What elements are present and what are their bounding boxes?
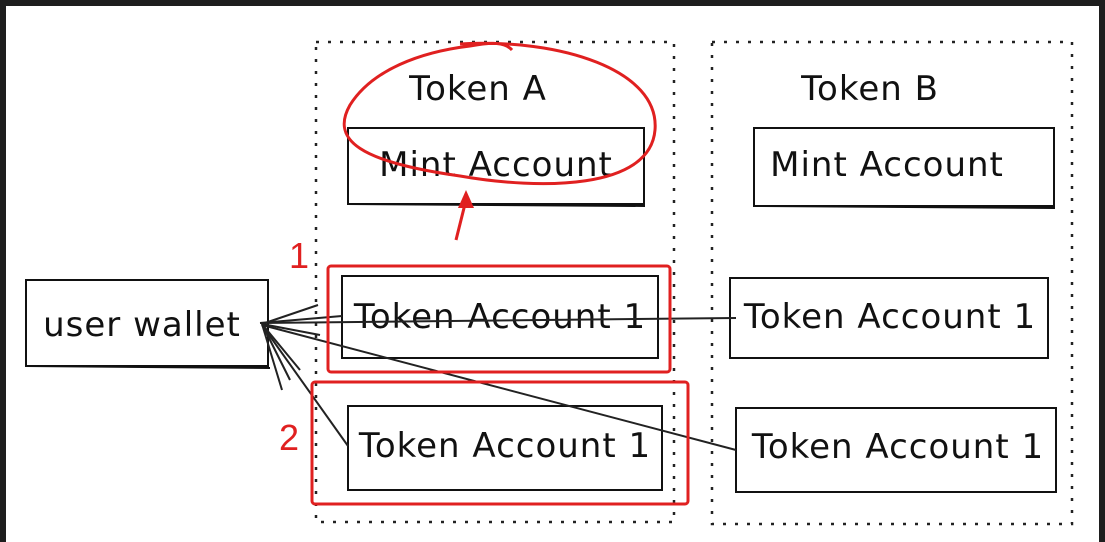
token-b-account-1-label: Token Account 1 [743,297,1036,337]
connector-token-b-account-2 [261,324,737,451]
token-b-account-2-label: Token Account 1 [751,427,1044,467]
user-wallet-box: user wallet [25,279,271,369]
annotation-label-1: 1 [289,235,309,276]
annotation-arrow-up [454,190,474,241]
token-a-mint-account: Mint Account [347,127,646,207]
token-a-title: Token A [408,69,547,109]
token-a-account-2-label: Token Account 1 [358,426,651,466]
token-b-account-2: Token Account 1 [735,407,1057,493]
connector-token-b-account-1 [259,317,737,324]
token-b-mint-account: Mint Account [753,127,1056,209]
user-wallet-label: user wallet [43,305,241,345]
token-a-account-2: Token Account 1 [347,405,663,491]
annotation-circle-token-a [342,41,657,186]
token-b-mint-label: Mint Account [770,145,1004,185]
token-b-account-1: Token Account 1 [729,277,1049,359]
connector-token-a-account-2 [261,324,349,447]
annotation-label-2: 2 [279,417,299,458]
token-b-title: Token B [800,69,939,109]
token-a-mint-label: Mint Account [379,145,613,185]
annotation-box-2 [310,380,690,506]
token-a-account-1: Token Account 1 [341,275,659,359]
token-a-account-1-label: Token Account 1 [353,297,646,337]
token-b-group [710,40,1074,526]
wallet-connectors [259,304,737,451]
annotation-box-1 [326,264,672,374]
